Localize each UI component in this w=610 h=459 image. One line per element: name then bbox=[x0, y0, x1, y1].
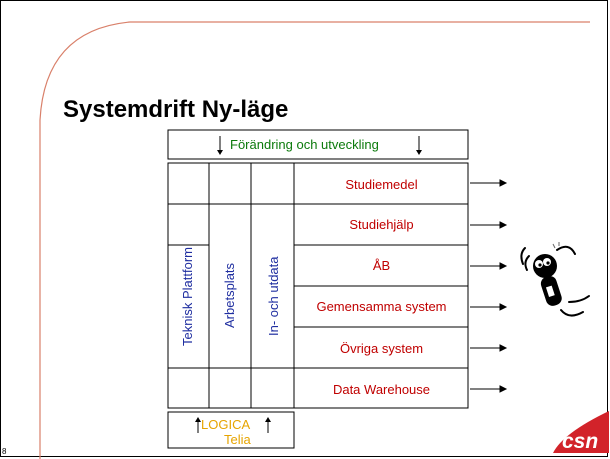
system-studiehjalp: Studiehjälp bbox=[349, 217, 414, 232]
svg-text:csn: csn bbox=[562, 430, 598, 453]
vendor-logica: LOGICA bbox=[201, 417, 251, 432]
system-ab: ÅB bbox=[372, 258, 391, 273]
column-label-platform: Teknisk Plattform bbox=[180, 247, 195, 346]
csn-logo-icon: csn bbox=[553, 411, 609, 453]
system-studiemedel: Studiemedel bbox=[345, 177, 418, 192]
system-gemensamma: Gemensamma system bbox=[316, 299, 447, 314]
system-data-warehouse: Data Warehouse bbox=[332, 382, 431, 397]
system-ovriga: Övriga system bbox=[339, 341, 424, 356]
change-label: Förändring och utveckling bbox=[230, 137, 379, 152]
vendor-telia: Telia bbox=[224, 432, 251, 447]
column-label-io: In- och utdata bbox=[266, 256, 281, 337]
slide-title: Systemdrift Ny-läge bbox=[63, 96, 289, 123]
column-label-workplace: Arbetsplats bbox=[222, 262, 237, 328]
page-number: 8 bbox=[2, 447, 7, 456]
cartoon-figure-icon bbox=[520, 242, 590, 317]
